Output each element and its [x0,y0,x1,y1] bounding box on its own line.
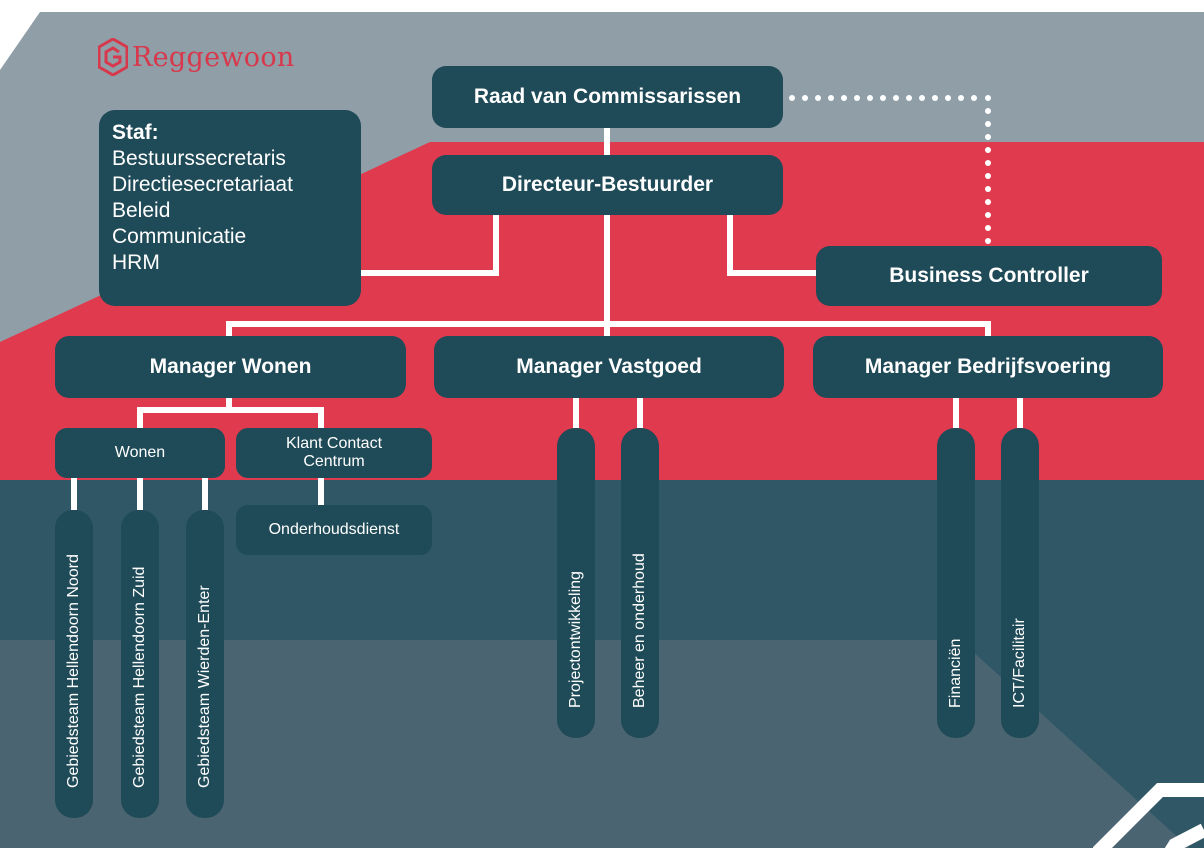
staff-item: HRM [112,251,160,274]
logo-mark-icon [98,38,128,76]
staff-title: Staf: [112,121,159,144]
manager-vastgoed-box: Manager Vastgoed [434,336,784,398]
controller-box: Business Controller [816,246,1162,306]
slate-band [0,640,1204,861]
bedrijf-unit-pill: ICT/Facilitair [1001,428,1039,738]
team-pill: Gebiedsteam Hellendoorn Zuid [121,510,159,818]
brand-name: Reggewoon [132,41,295,73]
staff-item: Beleid [112,199,171,222]
brand-logo: Reggewoon [98,38,295,76]
team-label: Gebiedsteam Wierden-Enter [196,585,213,788]
onderhoudsdienst-box: Onderhoudsdienst [236,505,432,555]
director-box: Directeur-Bestuurder [432,155,783,215]
dotted-connector [789,95,991,244]
klant-contact-centrum-box: Klant Contact Centrum [236,428,432,478]
staff-item: Directiesecretariaat [112,173,293,196]
vastgoed-unit-label: Projectontwikkeling [567,571,584,708]
staff-box: Staf: Bestuurssecretaris Directiesecreta… [99,110,361,306]
vastgoed-unit-pill: Projectontwikkeling [557,428,595,738]
staff-item: Communicatie [112,225,247,248]
board-box: Raad van Commissarissen [432,66,783,128]
kcc-label-line2: Centrum [303,453,365,470]
vastgoed-unit-pill: Beheer en onderhoud [621,428,659,738]
bedrijf-unit-label: Financiën [947,638,964,708]
team-label: Gebiedsteam Hellendoorn Zuid [131,566,148,788]
bedrijf-unit-pill: Financiën [937,428,975,738]
team-pill: Gebiedsteam Hellendoorn Noord [55,510,93,818]
manager-wonen-box: Manager Wonen [55,336,406,398]
bedrijf-unit-label: ICT/Facilitair [1011,618,1028,708]
corner-logo-mark-icon [1093,783,1204,861]
kcc-label-line1: Klant Contact [285,435,383,452]
vastgoed-unit-label: Beheer en onderhoud [631,553,648,708]
team-pill: Gebiedsteam Wierden-Enter [186,510,224,818]
staff-item: Bestuurssecretaris [112,147,286,170]
manager-bedrijfsvoering-box: Manager Bedrijfsvoering [813,336,1163,398]
team-label: Gebiedsteam Hellendoorn Noord [65,554,82,788]
wonen-box: Wonen [55,428,225,478]
connector-lines [71,128,1023,510]
